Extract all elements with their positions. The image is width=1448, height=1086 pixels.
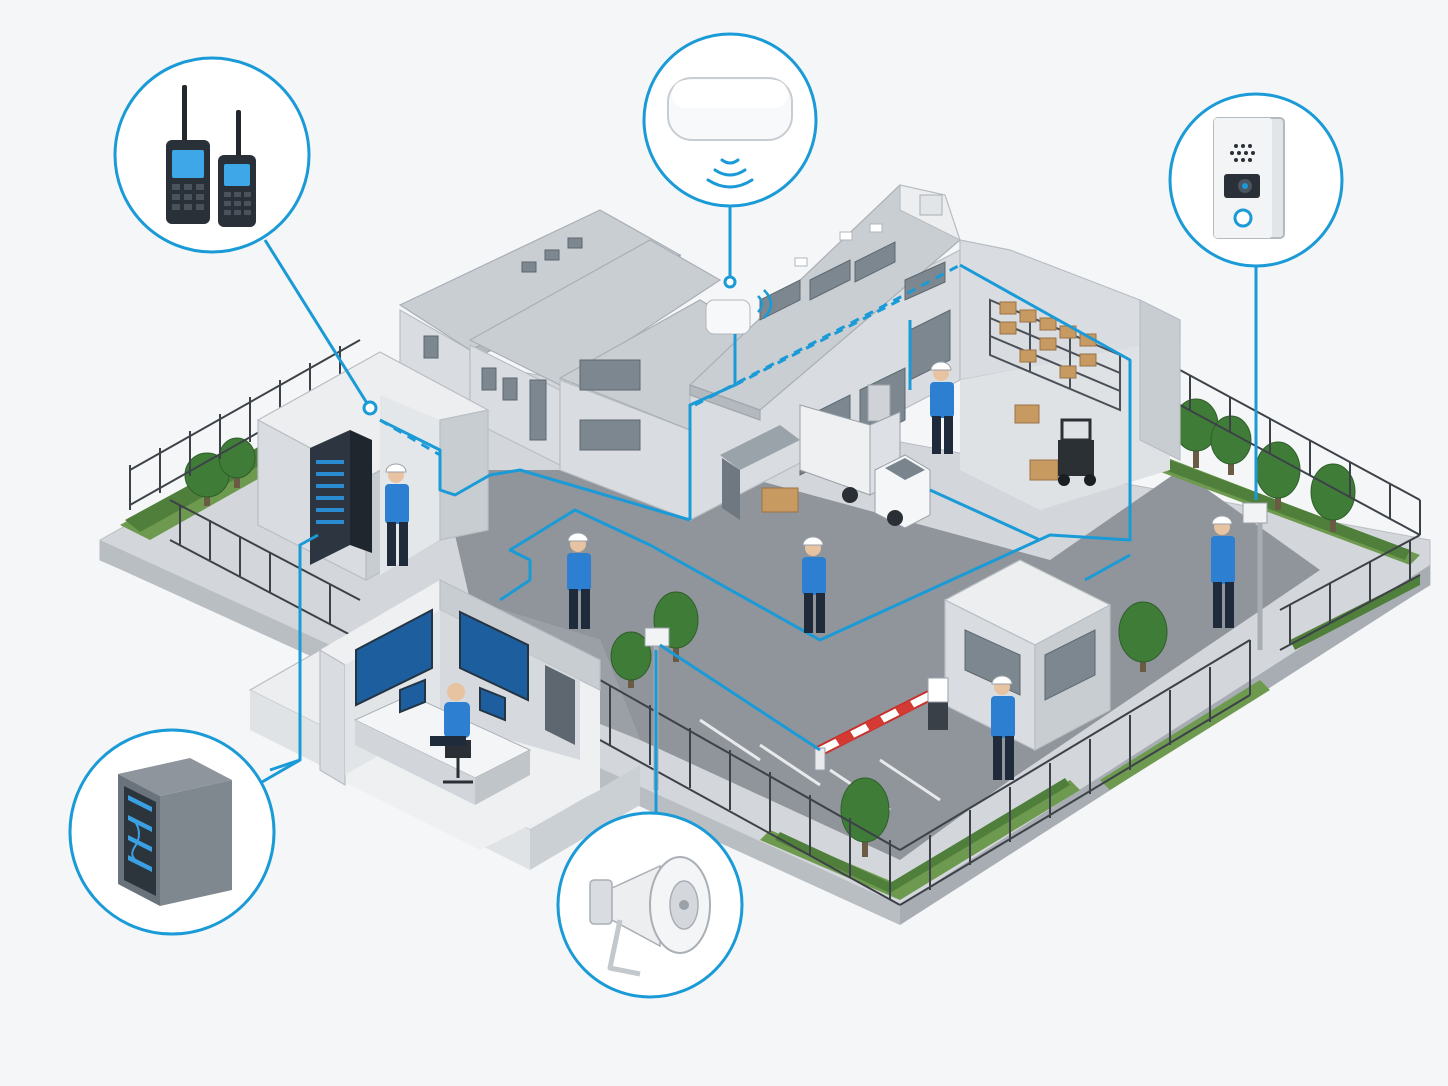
callout-radios	[113, 56, 311, 254]
network-cabinet-icon	[118, 758, 232, 906]
worker-yard-left	[567, 532, 591, 629]
forklift	[1058, 418, 1096, 486]
storage-yard	[761, 239, 1181, 513]
worker-right	[1211, 515, 1235, 628]
callout-intercom	[1168, 92, 1344, 268]
trees	[184, 398, 1356, 857]
workers	[385, 361, 1235, 780]
wireless-access-point-icon	[667, 77, 793, 189]
delivery-truck	[799, 404, 931, 529]
mounted-access-point	[705, 289, 773, 335]
worker-gate	[991, 675, 1015, 780]
barrier-gate	[813, 677, 949, 771]
callout-network-cabinet	[68, 728, 276, 936]
worker-server-room	[385, 463, 409, 566]
worker-control-room	[430, 683, 470, 746]
callout-leaders	[261, 205, 1258, 820]
door-intercom-icon	[1213, 117, 1285, 239]
intercom-post	[1242, 502, 1268, 650]
video-wall	[355, 608, 529, 707]
walkie-talkie-icon	[166, 85, 256, 227]
horn-speaker-icon	[589, 856, 711, 977]
worker-yard-center	[802, 536, 826, 633]
worker-warehouse	[930, 361, 954, 454]
callout-access-point	[642, 32, 818, 208]
callout-horn-speaker	[556, 811, 744, 999]
server-rack	[310, 430, 372, 565]
network-lines	[269, 263, 1132, 772]
